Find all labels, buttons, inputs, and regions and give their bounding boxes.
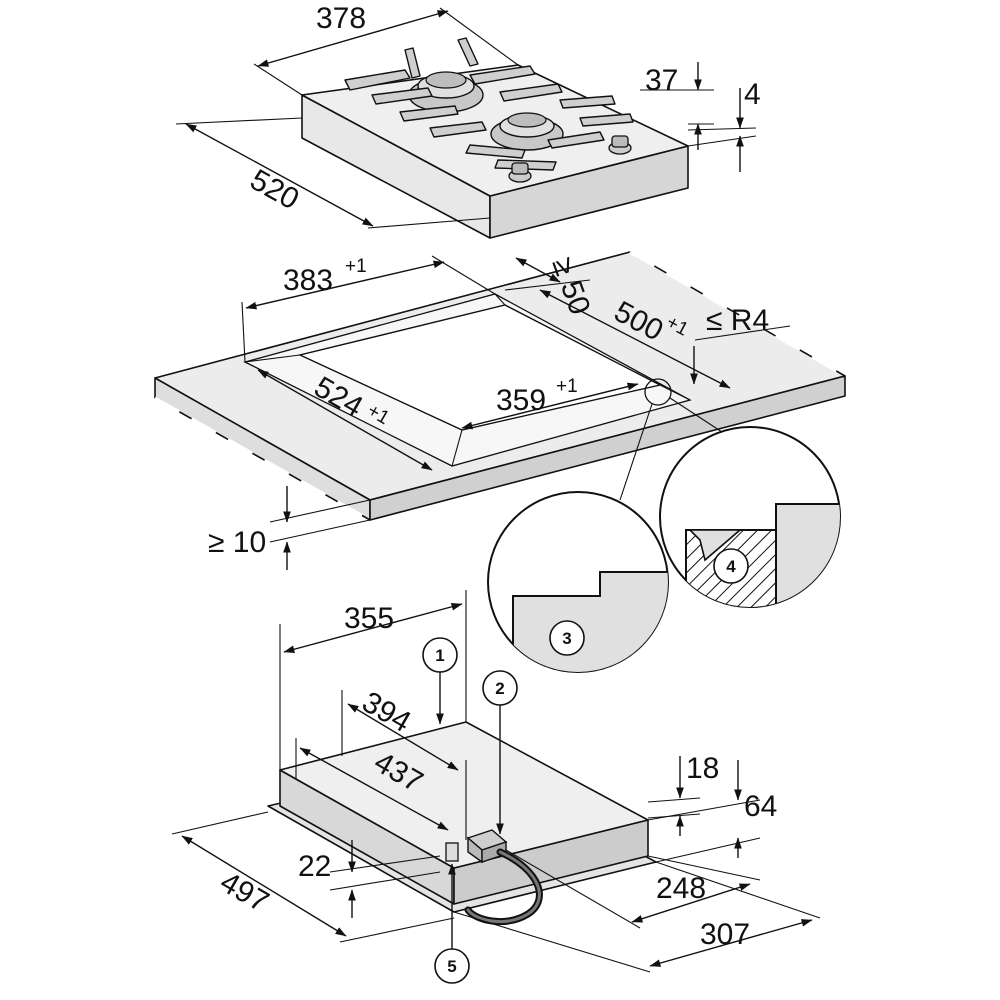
callout-5: 5 [434,863,470,984]
dim-4: 4 [744,78,761,111]
pan-support-right [465,65,634,171]
svg-text:4: 4 [726,557,736,576]
pan-support-left [344,37,487,138]
control-knob-1 [608,135,632,155]
dim-64: 64 [744,790,777,823]
worktop-drawing: 383 +1 ≥ 50 500 +1 ≤ R4 524 +1 359 +1 ≥ … [154,250,846,570]
svg-text:1: 1 [435,646,444,665]
callout-4: 4 [713,548,749,584]
detail-3: 3 [487,491,669,673]
callout-2: 2 [482,670,518,835]
dim-ge-10: ≥ 10 [208,526,266,559]
dim-22: 22 [298,850,331,883]
dim-520: 520 [245,163,305,216]
electrical-connector [466,829,508,864]
callout-1: 1 [422,637,458,725]
underside-drawing: 1 2 5 355 394 437 497 [171,590,821,984]
dim-355: 355 [344,602,394,635]
burner-front [490,112,564,151]
dim-383-tol: +1 [345,256,367,277]
dim-le-r4: ≤ R4 [706,304,769,337]
svg-text:5: 5 [447,957,456,976]
dim-37: 37 [645,64,678,97]
dim-359-tol: +1 [556,376,578,397]
svg-text:3: 3 [562,629,571,648]
control-knob-2 [508,162,532,183]
dim-497: 497 [215,865,275,919]
gas-connection [445,842,459,862]
burner-rear [408,71,484,113]
dim-307: 307 [700,918,750,951]
dim-394: 394 [357,685,417,739]
hob-drawing: 378 520 37 4 [175,2,761,239]
callout-3: 3 [549,620,585,656]
dim-18: 18 [686,752,719,785]
svg-text:2: 2 [495,679,504,698]
worktop-front-edge [369,375,846,521]
dim-248: 248 [656,872,706,905]
dim-359: 359 [496,384,546,417]
detail-4: 4 [659,426,841,608]
dim-383: 383 [283,264,333,297]
dim-378: 378 [316,2,366,35]
